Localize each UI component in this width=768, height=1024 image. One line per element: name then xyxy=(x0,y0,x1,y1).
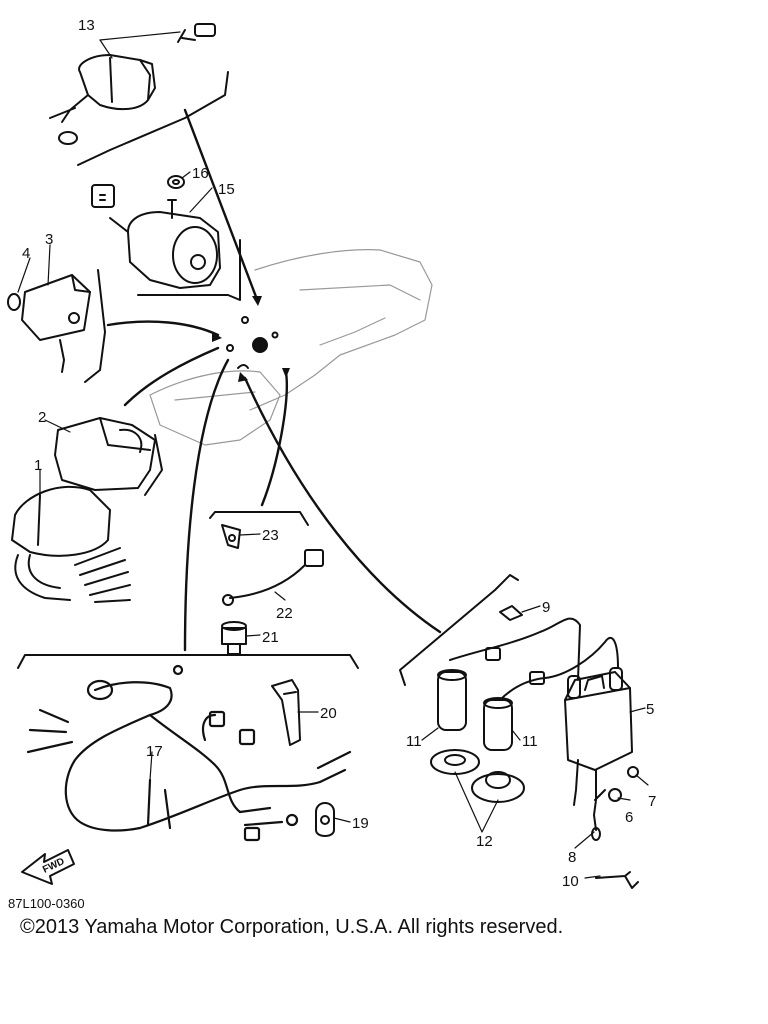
callout-9: 9 xyxy=(542,599,550,616)
callout-11b: 11 xyxy=(522,733,538,750)
bracket-13 xyxy=(77,71,229,166)
mount-arrowheads xyxy=(212,296,290,382)
bracket-5-12 xyxy=(399,574,519,686)
callout-6: 6 xyxy=(625,809,633,826)
main-switch-13 xyxy=(49,23,216,145)
bracket-15 xyxy=(137,239,241,301)
starter-relay-15 xyxy=(91,184,221,289)
callout-10: 10 xyxy=(562,873,579,890)
cdi-unit-1 xyxy=(11,485,131,603)
callout-leaders xyxy=(17,31,649,879)
cdi-cover-2 xyxy=(54,417,156,491)
callout-5: 5 xyxy=(646,701,654,718)
high-tension-leads xyxy=(449,617,619,701)
clip-9 xyxy=(499,605,523,621)
wire-harness-17 xyxy=(26,664,352,842)
screw-4 xyxy=(7,293,21,311)
callout-19: 19 xyxy=(352,815,369,832)
callout-20: 20 xyxy=(320,705,337,722)
fwd-arrow-icon xyxy=(21,849,75,885)
callout-13: 13 xyxy=(78,17,95,34)
switch-21 xyxy=(221,621,247,655)
clamp-19 xyxy=(315,802,335,837)
rectifier-regulator-3 xyxy=(21,274,91,373)
bracket-21-23 xyxy=(209,511,309,526)
bracket-3 xyxy=(84,269,106,383)
band-20 xyxy=(271,679,301,746)
callout-15: 15 xyxy=(218,181,235,198)
mount-bolts xyxy=(226,316,279,369)
callout-17: 17 xyxy=(146,743,163,760)
copyright-notice: ©2013 Yamaha Motor Corporation, U.S.A. A… xyxy=(20,916,564,938)
clamp-23 xyxy=(221,524,241,549)
drawing-code: 87L100-0360 xyxy=(8,896,85,911)
bolt-6 xyxy=(594,788,622,802)
callout-23: 23 xyxy=(262,527,279,544)
callout-16: 16 xyxy=(192,165,209,182)
callout-8: 8 xyxy=(568,849,576,866)
callout-12: 12 xyxy=(476,833,493,850)
callout-7: 7 xyxy=(648,793,656,810)
callout-3: 3 xyxy=(45,231,53,248)
callout-11a: 11 xyxy=(406,733,422,750)
callout-21: 21 xyxy=(262,629,279,646)
bracket-2 xyxy=(144,434,163,496)
washer-7 xyxy=(627,766,639,778)
bracket-17 xyxy=(17,654,359,669)
leader-lines xyxy=(106,108,442,652)
seals-12 xyxy=(430,749,525,803)
frame-outline xyxy=(149,249,433,446)
terminal-8 xyxy=(591,814,601,841)
callout-2: 2 xyxy=(38,409,46,426)
callout-1: 1 xyxy=(34,457,42,474)
ignition-coil-5 xyxy=(564,667,633,816)
clip-10 xyxy=(595,871,639,889)
callout-22: 22 xyxy=(276,605,293,622)
plug-caps-11 xyxy=(437,669,513,751)
nut-16 xyxy=(167,175,185,189)
callout-4: 4 xyxy=(22,245,30,262)
lead-wire-22 xyxy=(222,549,324,606)
